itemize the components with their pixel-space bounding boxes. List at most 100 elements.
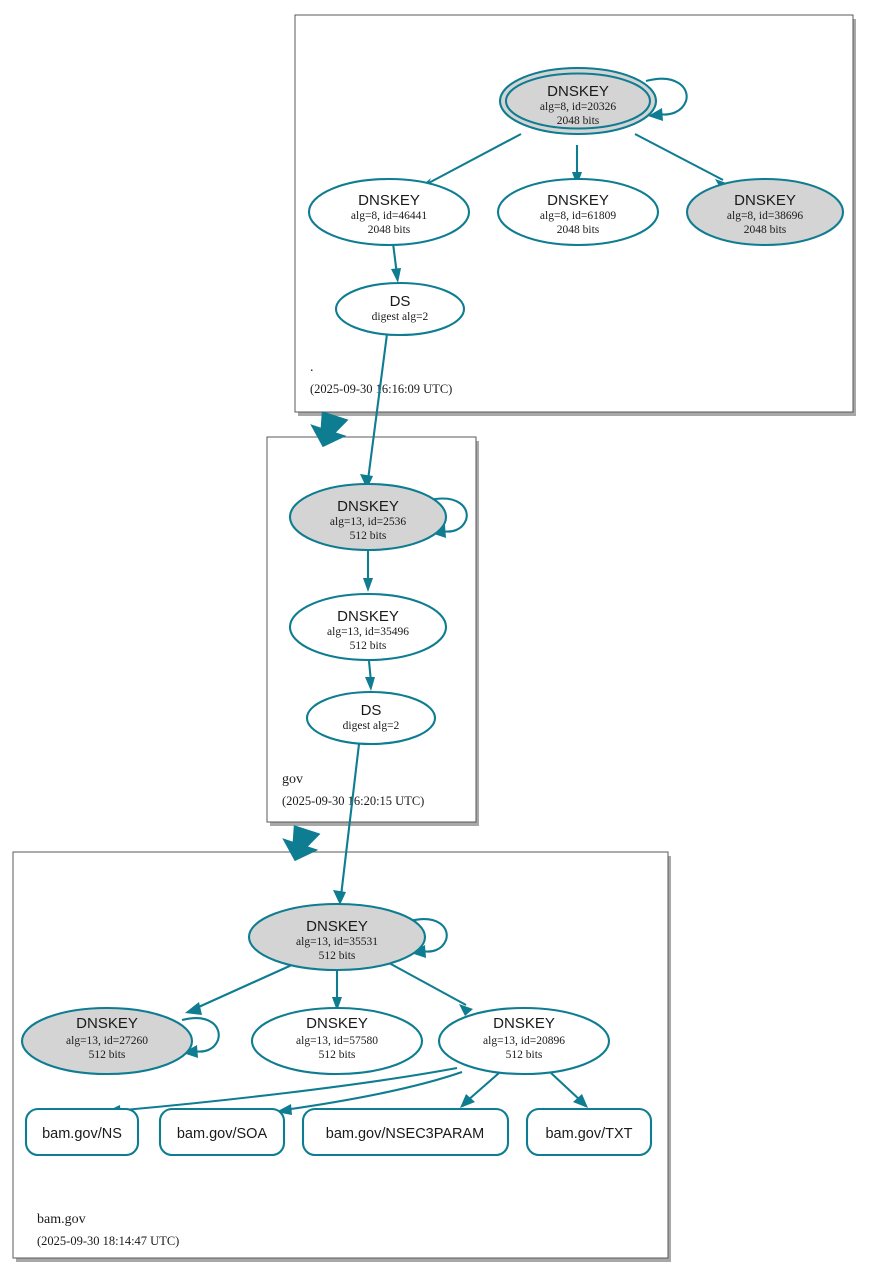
rrset-rect-nsec3param	[301, 1107, 510, 1157]
node-title: DNSKEY	[306, 918, 368, 935]
arrow-head-gov-ds	[365, 677, 375, 691]
arrow-head-rrset-nsec3param	[460, 1094, 475, 1108]
edge-20896-to-soa	[283, 1071, 463, 1112]
edge-self-sign-bam-27260	[181, 1017, 220, 1053]
node-ellipse-bam-27260	[20, 1006, 194, 1076]
rrset-node-soa[interactable]: bam.gov/SOA	[158, 1107, 286, 1157]
node-bam-key-20896[interactable]: DNSKEY alg=13, id=20896 512 bits	[437, 1006, 611, 1076]
edge-gov-ds-to-bam-ksk	[339, 743, 361, 897]
node-subtitle-alg: alg=13, id=27260	[66, 1035, 148, 1047]
node-title: DNSKEY	[337, 498, 399, 515]
node-subtitle-digest: digest alg=2	[372, 311, 429, 323]
node-title: DNSKEY	[337, 608, 399, 625]
edge-bam-ksk-to-27260	[191, 963, 295, 1011]
arrow-head-bam-57580	[332, 997, 342, 1011]
rrset-node-txt[interactable]: bam.gov/TXT	[525, 1107, 653, 1157]
rrset-rect-soa	[158, 1107, 286, 1157]
arrow-head-gov-ksk-from-ds	[360, 474, 373, 489]
rrset-label: bam.gov/NSEC3PARAM	[326, 1126, 484, 1142]
zone-name-label: bam.gov	[37, 1212, 86, 1227]
node-subtitle-bits: 2048 bits	[368, 224, 411, 236]
edge-self-sign-root-ksk	[645, 77, 688, 116]
node-root-ksk-20326[interactable]: DNSKEY alg=8, id=20326 2048 bits	[498, 66, 658, 136]
arrow-head-bam-ksk-from-ds	[333, 890, 346, 905]
node-ellipse-inner-root-ksk	[504, 72, 652, 130]
zone-name-label: gov	[282, 772, 303, 787]
edges-gov-to-bam	[282, 743, 361, 905]
arrow-head-root-ds	[391, 268, 401, 283]
node-bam-key-57580[interactable]: DNSKEY alg=13, id=57580 512 bits	[250, 1006, 424, 1076]
node-root-zsk-46441[interactable]: DNSKEY alg=8, id=46441 2048 bits	[307, 177, 471, 247]
node-ellipse-outer-root-ksk	[498, 66, 658, 136]
node-subtitle-alg: alg=13, id=35496	[327, 626, 409, 638]
node-title: DNSKEY	[306, 1015, 368, 1032]
arrow-head-self-bam-ksk	[411, 945, 426, 958]
edge-root-ds-to-gov-ksk	[366, 333, 389, 481]
zone-timestamp-label: (2025-09-30 16:16:09 UTC)	[310, 382, 452, 396]
rrset-node-ns[interactable]: bam.gov/NS	[24, 1107, 140, 1157]
rrset-label: bam.gov/SOA	[177, 1126, 268, 1142]
node-ellipse-root-38696	[685, 177, 845, 247]
edge-bam-ksk-to-20896	[388, 962, 467, 1006]
node-gov-ksk-2536[interactable]: DNSKEY alg=13, id=2536 512 bits	[288, 482, 448, 552]
zone-timestamp-label: (2025-09-30 18:14:47 UTC)	[37, 1234, 179, 1248]
rrset-rect-txt	[525, 1107, 653, 1157]
node-subtitle-bits: 2048 bits	[557, 224, 600, 236]
edge-root-ksk-to-46441	[422, 133, 522, 187]
arrow-zone-delegation-root-to-gov	[310, 411, 349, 448]
node-ellipse-root-ds	[334, 281, 466, 337]
node-title: DNSKEY	[493, 1015, 555, 1032]
node-subtitle-bits: 2048 bits	[744, 224, 787, 236]
node-root-zsk-38696[interactable]: DNSKEY alg=8, id=38696 2048 bits	[685, 177, 845, 247]
edge-self-sign-bam-ksk	[409, 918, 448, 953]
rrset-label: bam.gov/TXT	[545, 1126, 632, 1142]
node-subtitle-digest: digest alg=2	[343, 720, 400, 732]
node-root-zsk-61809[interactable]: DNSKEY alg=8, id=61809 2048 bits	[496, 177, 660, 247]
node-subtitle-alg: alg=13, id=57580	[296, 1035, 378, 1047]
node-bam-ksk-35531[interactable]: DNSKEY alg=13, id=35531 512 bits	[247, 902, 427, 972]
node-ellipse-root-46441	[307, 177, 471, 247]
edges-root-to-gov	[310, 333, 389, 489]
node-subtitle-bits: 512 bits	[319, 950, 356, 962]
node-subtitle-bits: 512 bits	[350, 640, 387, 652]
edge-20896-to-txt	[550, 1072, 582, 1102]
node-title: DNSKEY	[547, 192, 609, 209]
node-ellipse-gov-ksk	[288, 482, 448, 552]
node-subtitle-bits: 512 bits	[506, 1049, 543, 1061]
node-gov-ds-bam[interactable]: DS digest alg=2	[305, 690, 437, 746]
arrow-head-gov-zsk	[363, 578, 373, 592]
node-bam-key-27260[interactable]: DNSKEY alg=13, id=27260 512 bits	[20, 1006, 194, 1076]
node-subtitle-alg: alg=8, id=46441	[351, 210, 427, 222]
arrow-head-self-root-ksk	[648, 108, 663, 121]
edge-20896-to-ns	[112, 1066, 458, 1113]
node-subtitle-bits: 512 bits	[319, 1049, 356, 1061]
node-subtitle-alg: alg=13, id=2536	[330, 516, 406, 528]
node-subtitle-alg: alg=8, id=38696	[727, 210, 803, 222]
node-ellipse-bam-57580	[250, 1006, 424, 1076]
node-root-ds-gov[interactable]: DS digest alg=2	[334, 281, 466, 337]
zone-caption-root: . (2025-09-30 16:16:09 UTC)	[310, 360, 452, 396]
arrow-head-rrset-txt	[573, 1094, 588, 1108]
arrow-head-bam-27260	[185, 1002, 202, 1015]
node-ellipse-root-61809	[496, 177, 660, 247]
arrow-head-self-bam-27260	[183, 1045, 198, 1058]
edge-20896-to-nsec3param	[466, 1072, 500, 1102]
node-title: DNSKEY	[76, 1015, 138, 1032]
node-title: DS	[361, 702, 382, 719]
node-ellipse-bam-20896	[437, 1006, 611, 1076]
rrset-rect-ns	[24, 1107, 140, 1157]
node-ellipse-bam-ksk	[247, 902, 427, 972]
node-subtitle-alg: alg=8, id=20326	[540, 101, 616, 113]
node-subtitle-bits: 512 bits	[89, 1049, 126, 1061]
node-gov-zsk-35496[interactable]: DNSKEY alg=13, id=35496 512 bits	[288, 592, 448, 662]
arrow-zone-delegation-gov-to-bam	[282, 825, 321, 862]
rrset-label: bam.gov/NS	[42, 1126, 122, 1142]
node-title: DNSKEY	[734, 192, 796, 209]
edges-bam-gov	[105, 918, 588, 1116]
rrset-node-nsec3param[interactable]: bam.gov/NSEC3PARAM	[301, 1107, 510, 1157]
node-subtitle-bits: 512 bits	[350, 530, 387, 542]
edge-self-sign-gov-ksk	[429, 497, 468, 533]
node-subtitle-alg: alg=8, id=61809	[540, 210, 616, 222]
node-ellipse-gov-zsk	[288, 592, 448, 662]
